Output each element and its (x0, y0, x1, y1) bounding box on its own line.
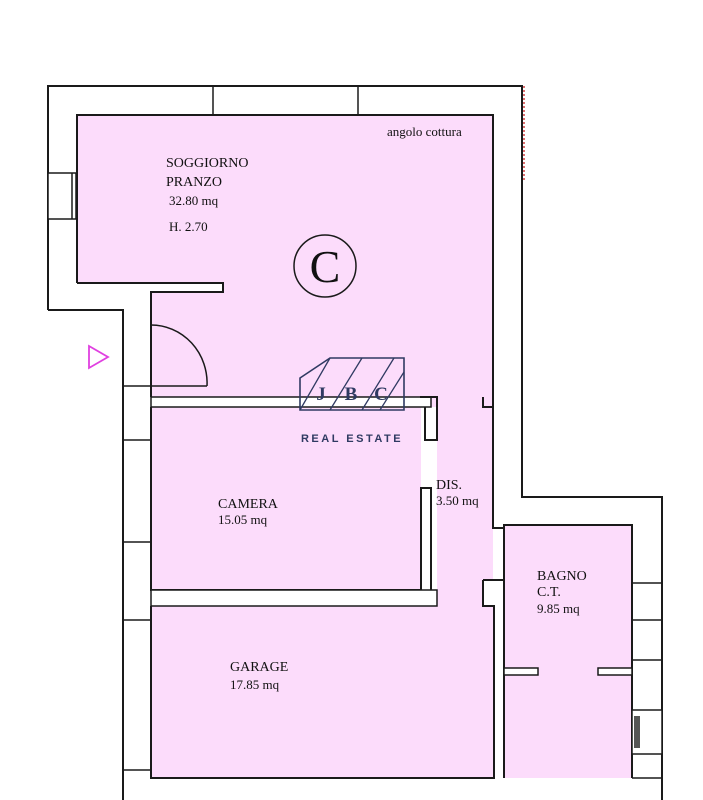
bathroom-area (504, 525, 632, 778)
outer-left-step (48, 309, 124, 800)
logo-letter-c: C (374, 384, 388, 405)
living-height: H. 2.70 (169, 219, 208, 234)
garage-area (151, 606, 494, 778)
living-bedroom-wall (150, 396, 432, 408)
logo-stripe-2 (329, 357, 363, 411)
bedroom-wall (150, 407, 432, 606)
bathroom-name-line2: C.T. (537, 585, 561, 600)
energy-class-letter: C (310, 241, 341, 292)
bedroom-garage-wall (150, 589, 438, 607)
garage-name: GARAGE (230, 660, 288, 675)
logo-shape (299, 357, 405, 411)
bathroom-partition-left (503, 667, 539, 676)
living-inner-wall (76, 114, 494, 397)
logo-stripe-1 (299, 357, 331, 411)
garage-bathroom-wall (150, 580, 495, 779)
energy-class-badge: C (293, 234, 357, 298)
living-area: 32.80 mq (169, 193, 219, 208)
hallway-area-label: 3.50 mq (436, 493, 479, 508)
entrance-door-swing (150, 324, 208, 387)
logo-subtitle: REAL ESTATE (301, 433, 403, 445)
room-labels: angolo cottura SOGGIORNO PRANZO 32.80 mq… (166, 124, 587, 692)
logo-stripe-4 (379, 371, 405, 411)
energy-class-circle (293, 234, 357, 298)
triangle-arrow-icon (88, 344, 110, 370)
walls (47, 85, 663, 800)
living-name-line1: SOGGIORNO (166, 156, 248, 171)
bathroom-name-line1: BAGNO (537, 569, 587, 584)
logo-letter-b: B (345, 384, 358, 405)
living-room-area (77, 115, 493, 397)
bedroom-area (151, 407, 421, 590)
bathroom-window-pane (634, 716, 640, 748)
bedroom-name: CAMERA (218, 497, 279, 512)
living-name-line2: PRANZO (166, 175, 222, 190)
jbc-logo: J B C REAL ESTATE (299, 357, 405, 445)
garage-area-label: 17.85 mq (230, 677, 280, 692)
living-step-wall (77, 282, 224, 325)
kitchenette-label: angolo cottura (387, 124, 462, 139)
outer-wall-top (47, 85, 663, 583)
hallway-stub-wall (420, 396, 438, 441)
living-right-jamb (482, 397, 494, 408)
hallway-name: DIS. (436, 478, 462, 493)
bathroom-area-label: 9.85 mq (537, 601, 580, 616)
logo-stripe-3 (361, 357, 395, 411)
hallway-bottom-wall (483, 524, 633, 778)
hallway-area (431, 397, 493, 606)
room-fills (77, 115, 632, 778)
bedroom-area-label: 15.05 mq (218, 512, 268, 527)
bathroom-partition-right (597, 667, 633, 676)
logo-letter-j: J (316, 384, 326, 405)
hallway-right-wall (492, 407, 504, 529)
